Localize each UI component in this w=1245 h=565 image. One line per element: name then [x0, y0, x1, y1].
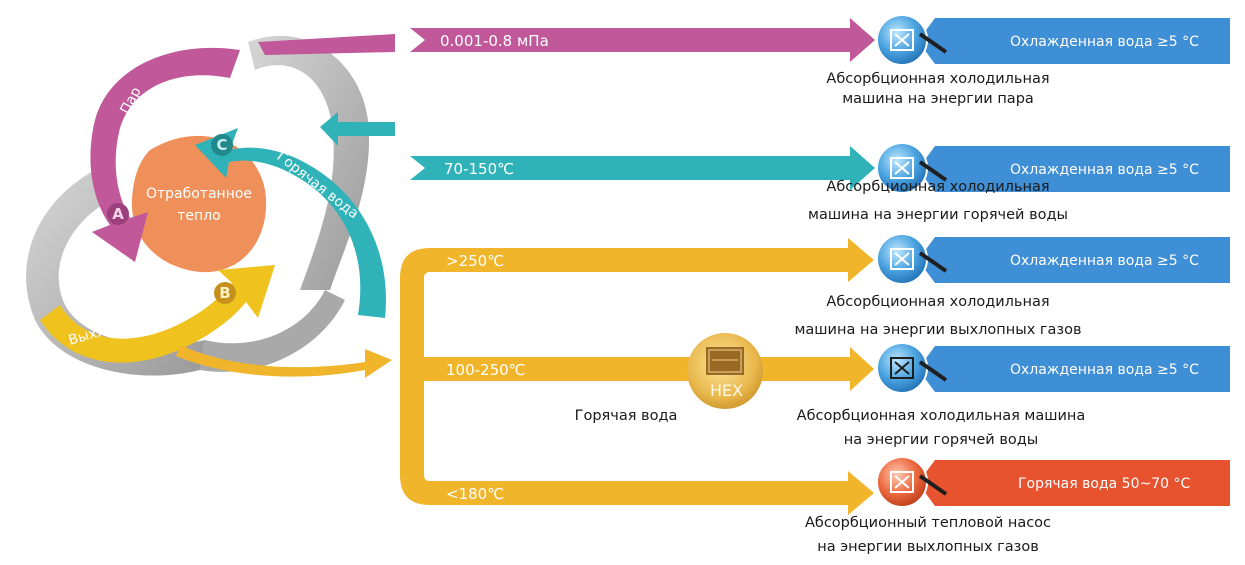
- output-4-tag: [918, 346, 1230, 392]
- grey-ring-loop-bottom: [200, 290, 345, 372]
- letter-a: A: [112, 205, 124, 223]
- steam-connector: [258, 34, 395, 55]
- hot-water-branch: 70-150℃: [320, 112, 875, 190]
- output-1-label: Охлажденная вода ≥5 °C: [1010, 34, 1199, 50]
- output-5-tag: [918, 460, 1230, 506]
- output-3-tag: [918, 237, 1230, 283]
- connector-stroke: [918, 160, 948, 182]
- output-5-caption-line2: на энергии выхлопных газов: [817, 539, 1039, 555]
- letter-b-badge: [214, 282, 236, 304]
- output-4-caption-line2: на энергии горячей воды: [844, 432, 1038, 448]
- output-5: Горячая вода 50~70 °C Абсорбционный тепл…: [805, 456, 1230, 555]
- heat-exchanger-icon: HEX: [687, 333, 763, 409]
- output-2-tag: [918, 146, 1230, 192]
- exhaust-low-arrowhead: [848, 471, 874, 515]
- letter-b: B: [219, 284, 230, 302]
- exhaust-high-label: >250℃: [446, 252, 504, 270]
- output-3-label: Охлажденная вода ≥5 °C: [1010, 253, 1199, 269]
- exhaust-mid-label: 100-250℃: [446, 361, 526, 379]
- steam-ribbon-arrow: [90, 47, 240, 262]
- waste-heat-label-line2: тепло: [177, 208, 220, 224]
- waste-heat-label-line1: Отработанное: [146, 186, 252, 202]
- steam-arrow: [410, 18, 875, 62]
- letter-c: C: [216, 136, 227, 154]
- output-1: Охлажденная вода ≥5 °C Абсорбционная хол…: [826, 14, 1230, 107]
- output-4-caption-line1: Абсорбционная холодильная машина: [797, 408, 1086, 424]
- heat-pump-glyph: [890, 471, 914, 493]
- output-3-caption-line1: Абсорбционная холодильная: [826, 294, 1049, 310]
- output-2-caption-line1: Абсорбционная холодильная: [826, 179, 1049, 195]
- chiller-glyph: [890, 29, 914, 51]
- waste-heat-core: [131, 135, 267, 273]
- output-2: Охлажденная вода ≥5 °C Абсорбционная хол…: [808, 142, 1230, 223]
- exhaust-connector-arrow: [176, 345, 392, 378]
- letter-a-badge: [107, 203, 129, 225]
- output-4: Охлажденная вода ≥5 °C Абсорбционная хол…: [797, 342, 1230, 448]
- exhaust-branches: >250℃ 100-250℃ <180℃ HEX Горячая вода: [400, 238, 874, 515]
- output-2-label: Охлажденная вода ≥5 °C: [1010, 162, 1199, 178]
- output-1-caption-line1: Абсорбционная холодильная: [826, 71, 1049, 87]
- exhaust-ribbon-arrow: [40, 265, 275, 363]
- heat-source-rings: Отработанное тепло Пар A Горячая вода C …: [26, 35, 392, 378]
- chiller-glyph: [890, 157, 914, 179]
- hot-water-range-label: 70-150℃: [444, 160, 514, 178]
- hex-label: HEX: [710, 381, 743, 400]
- output-5-label: Горячая вода 50~70 °C: [1018, 476, 1190, 492]
- letter-c-badge: [211, 134, 233, 156]
- output-5-caption-line1: Абсорбционный тепловой насос: [805, 515, 1051, 531]
- output-2-caption-line2: машина на энергии горячей воды: [808, 207, 1068, 223]
- steam-range-label: 0.001-0.8 мПа: [440, 32, 549, 50]
- connector-stroke: [918, 360, 948, 382]
- output-1-tag: [918, 18, 1230, 64]
- steam-branch: 0.001-0.8 мПа: [258, 18, 875, 62]
- exhaust-high-arrowhead: [848, 238, 874, 282]
- hot-water-connector: [320, 112, 395, 146]
- connector-stroke: [918, 251, 948, 273]
- grey-ring-loop-top: [248, 35, 370, 291]
- connector-stroke: [918, 32, 948, 54]
- chiller-glyph: [890, 248, 914, 270]
- output-1-caption-line2: машина на энергии пара: [842, 91, 1034, 107]
- output-3-caption-line2: машина на энергии выхлопных газов: [794, 322, 1081, 338]
- hot-water-arrow: [410, 146, 875, 190]
- connector-stroke: [918, 474, 948, 496]
- chiller-glyph: [890, 357, 914, 379]
- output-4-label: Охлажденная вода ≥5 °C: [1010, 362, 1199, 378]
- exhaust-low-label: <180℃: [446, 485, 504, 503]
- output-3: Охлажденная вода ≥5 °C Абсорбционная хол…: [794, 233, 1230, 338]
- hex-caption: Горячая вода: [575, 408, 678, 424]
